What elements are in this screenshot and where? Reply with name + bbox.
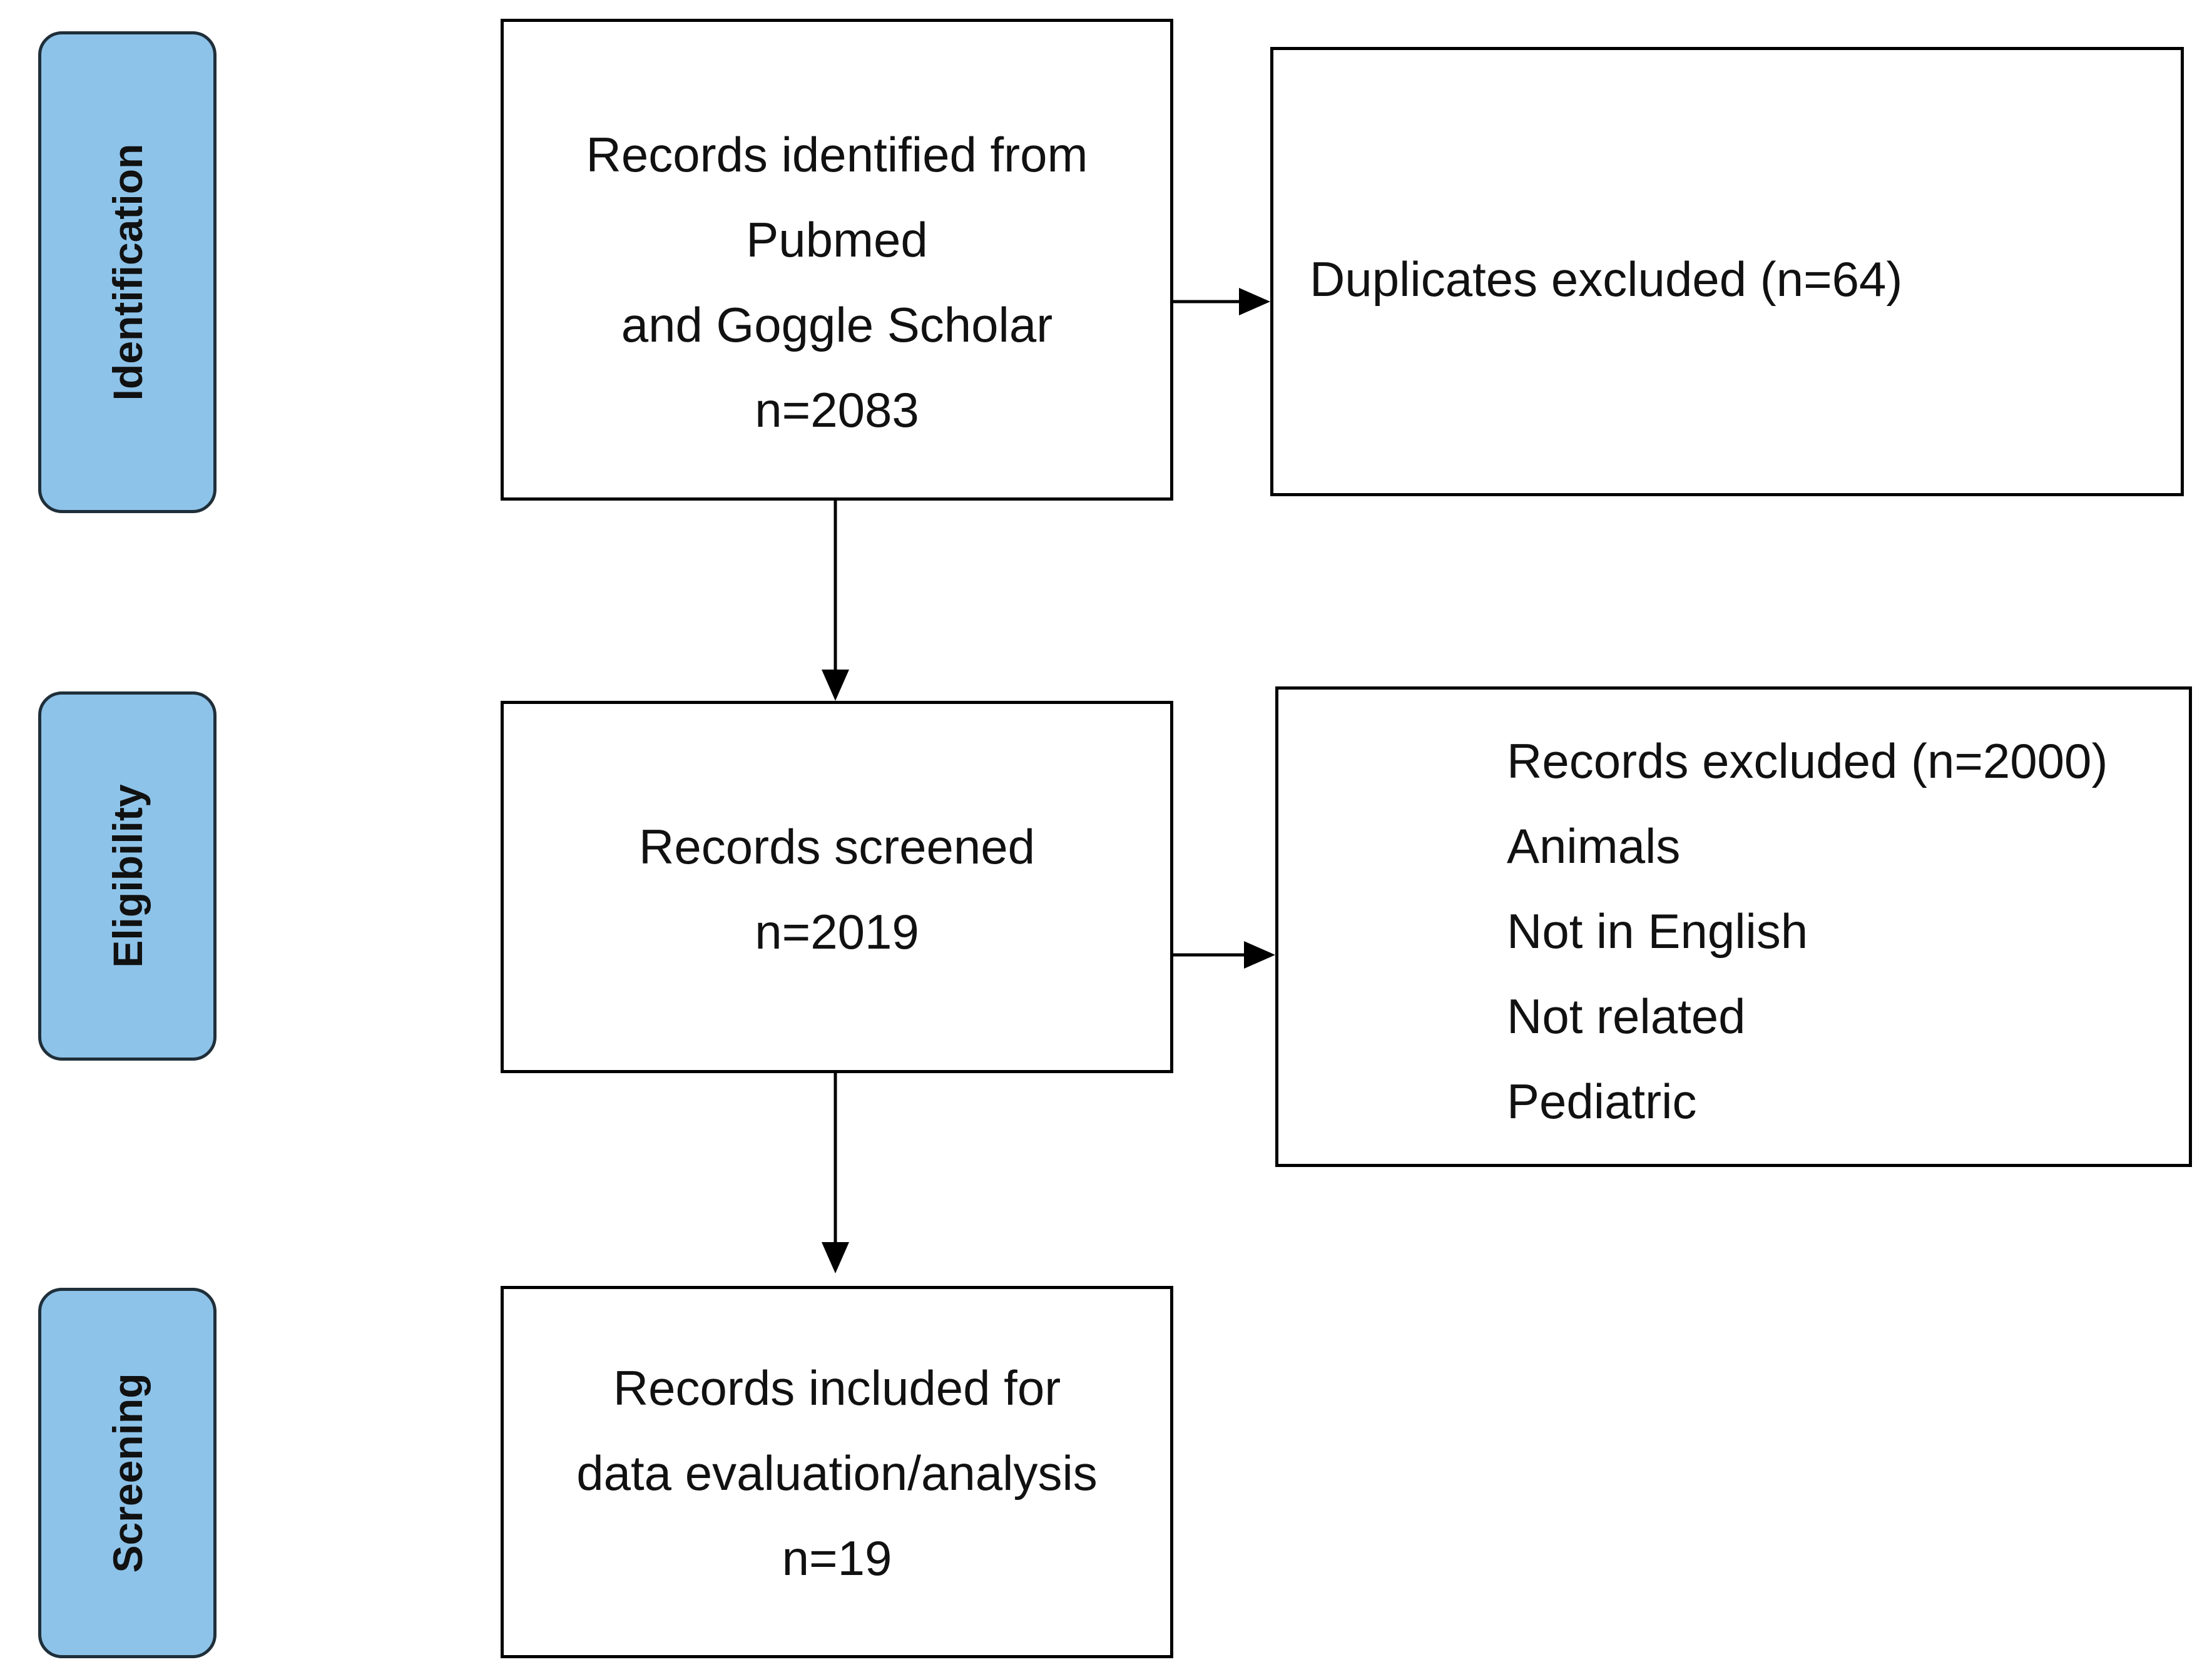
- records-excluded-box: Records excluded (n=2000) Animals Not in…: [1275, 686, 2192, 1167]
- arrowhead-included: [822, 1242, 849, 1273]
- records-screened-box: Records screened n=2019: [501, 701, 1173, 1073]
- duplicates-excluded-text: Duplicates excluded (n=64): [1310, 252, 1903, 307]
- exclusion-reason-animals: Animals: [1507, 818, 1681, 874]
- arrowhead-excluded: [1244, 941, 1275, 969]
- phase-eligibility: Eligibility: [38, 691, 217, 1061]
- exclusion-reason-pediatric: Pediatric: [1507, 1074, 1697, 1129]
- phase-identification: Identification: [38, 31, 217, 513]
- records-identified-line-2: Pubmed: [746, 212, 928, 267]
- records-excluded-title: Records excluded (n=2000): [1507, 733, 2108, 788]
- arrowhead-screened: [822, 670, 849, 701]
- records-identified-line-3: and Goggle Scholar: [621, 297, 1053, 352]
- records-screened-label: Records screened: [639, 819, 1035, 874]
- phase-screening: Screening: [38, 1288, 217, 1658]
- arrowhead-duplicates: [1239, 288, 1270, 315]
- duplicates-excluded-box: Duplicates excluded (n=64): [1270, 47, 2184, 496]
- exclusion-reason-not-in-english: Not in English: [1507, 904, 1808, 959]
- records-identified-line-1: Records identified from: [586, 127, 1088, 182]
- records-included-box: Records included for data evaluation/ana…: [501, 1286, 1173, 1658]
- records-included-count: n=19: [782, 1531, 892, 1586]
- exclusion-reason-not-related: Not related: [1507, 989, 1746, 1044]
- records-identified-count: n=2083: [755, 382, 919, 437]
- records-included-line-2: data evaluation/analysis: [576, 1445, 1098, 1501]
- records-identified-box: Records identified from Pubmed and Goggl…: [501, 19, 1173, 501]
- records-included-line-1: Records included for: [613, 1360, 1061, 1415]
- records-screened-count: n=2019: [755, 904, 919, 959]
